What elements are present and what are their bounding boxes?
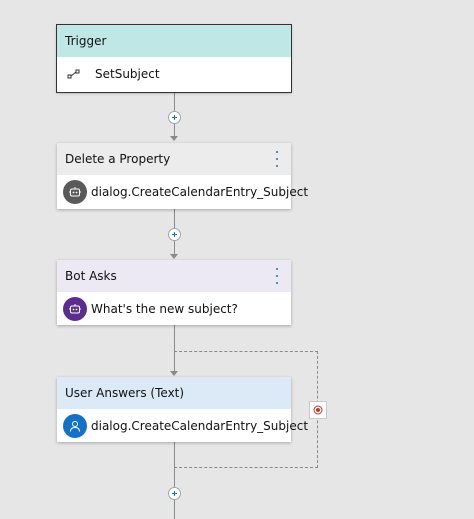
delete-property-node-body: dialog.CreateCalendarEntry_Subject: [57, 175, 308, 209]
bot-icon: [63, 180, 87, 204]
trigger-node-body: SetSubject: [57, 57, 291, 91]
delete-property-node-title: Delete a Property: [65, 152, 171, 166]
bot-asks-node-label: What's the new subject?: [91, 302, 238, 316]
connector-arrow: [170, 136, 178, 141]
add-action-button[interactable]: [168, 487, 181, 500]
trigger-node-title: Trigger: [65, 34, 107, 48]
kebab-menu-icon[interactable]: [275, 151, 279, 167]
user-answers-node-body: dialog.CreateCalendarEntry_Subject: [57, 409, 308, 443]
delete-property-node-header: Delete a Property: [57, 143, 291, 175]
trigger-icon: [67, 69, 83, 79]
add-action-button[interactable]: [168, 111, 181, 124]
add-action-button[interactable]: [168, 228, 181, 241]
user-answers-node[interactable]: User Answers (Text) dialog.CreateCalenda…: [57, 377, 308, 443]
user-icon: [63, 414, 87, 438]
delete-property-node-label: dialog.CreateCalendarEntry_Subject: [91, 185, 309, 199]
connector-line: [174, 442, 175, 519]
bot-asks-node[interactable]: Bot Asks What's the new subject?: [57, 260, 291, 325]
user-answers-node-label: dialog.CreateCalendarEntry_Subject: [91, 419, 309, 433]
connector-arrow: [170, 254, 178, 259]
bot-asks-node-header: Bot Asks: [57, 260, 291, 292]
connector-arrow: [170, 371, 178, 376]
bot-icon: [63, 297, 87, 321]
bot-asks-node-title: Bot Asks: [65, 269, 117, 283]
connector-line: [174, 325, 175, 371]
target-icon: [309, 401, 327, 419]
kebab-menu-icon[interactable]: [275, 268, 279, 284]
trigger-node-header: Trigger: [57, 25, 291, 57]
bot-asks-node-body: What's the new subject?: [57, 292, 291, 326]
delete-property-node[interactable]: Delete a Property dialog.CreateCalendarE…: [57, 143, 308, 209]
user-answers-node-header: User Answers (Text): [57, 377, 291, 409]
trigger-node-label: SetSubject: [95, 67, 160, 81]
user-answers-node-title: User Answers (Text): [65, 386, 185, 400]
trigger-node[interactable]: Trigger SetSubject: [56, 24, 292, 93]
